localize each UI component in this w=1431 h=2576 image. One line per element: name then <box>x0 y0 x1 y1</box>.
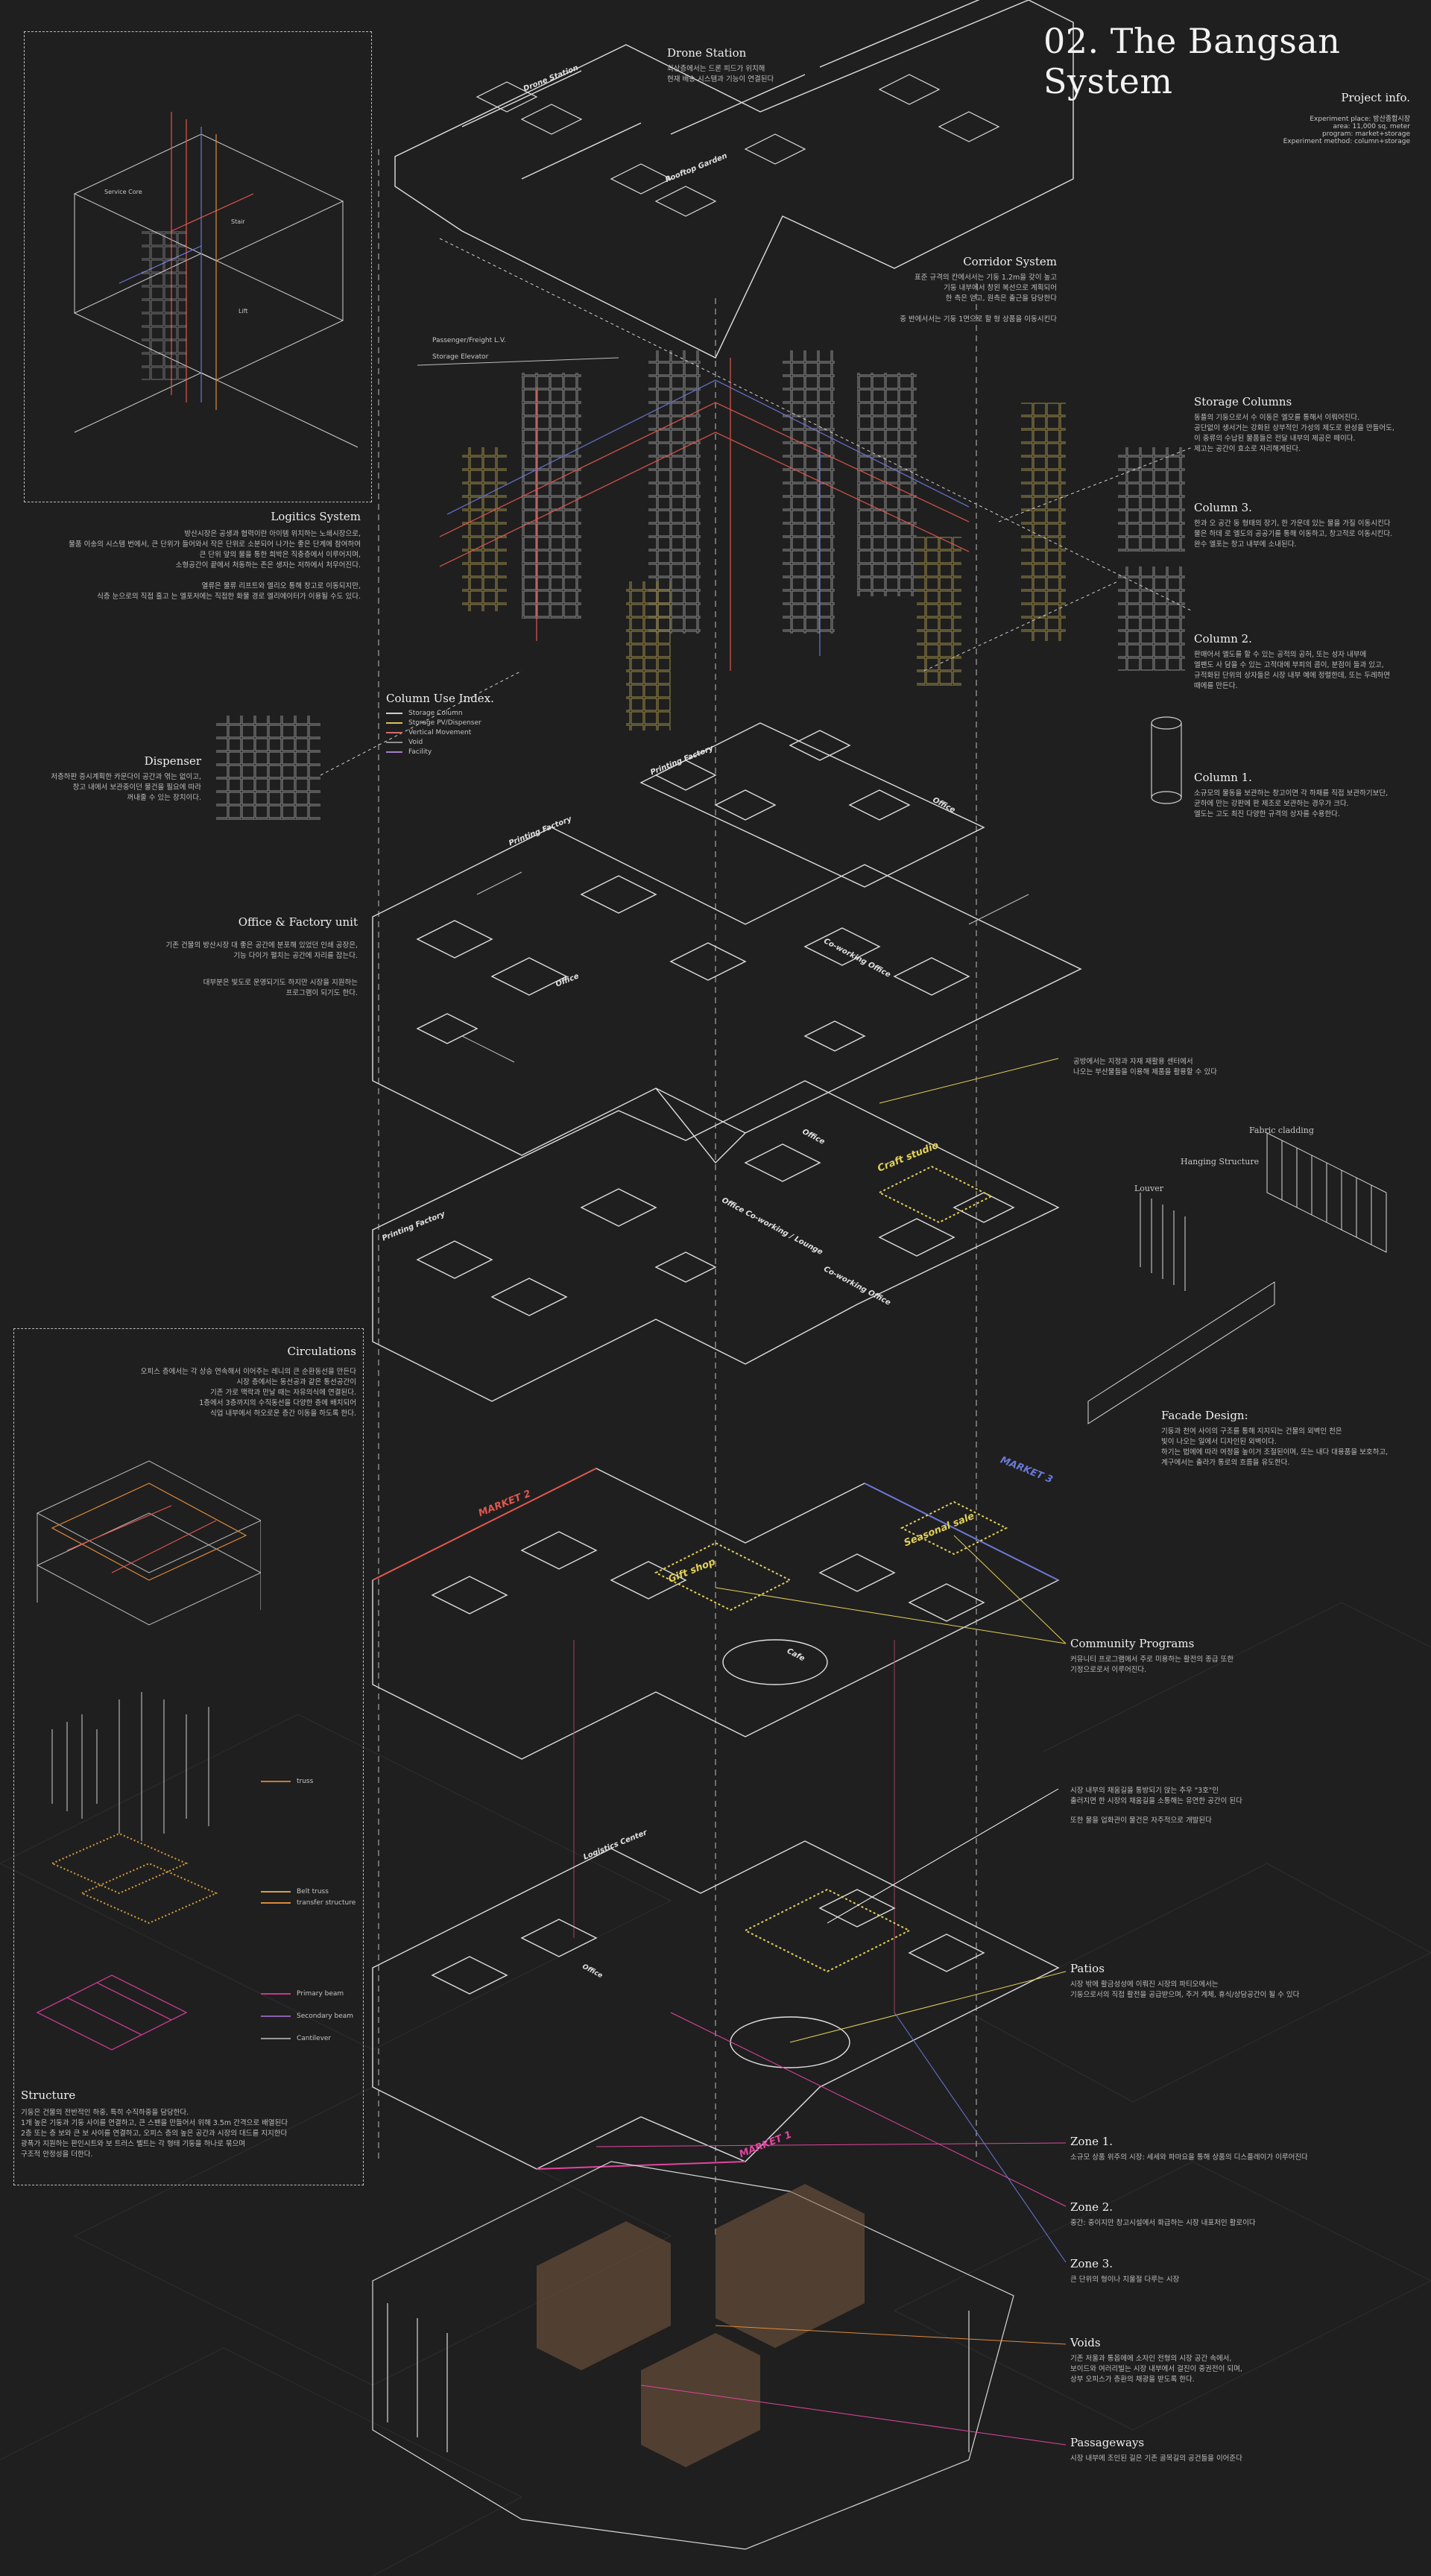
structure-legend: truss <box>261 1775 313 1787</box>
project-info-line: program: market+storage <box>1322 130 1410 138</box>
office-factory-text-1: 기존 건물의 방산시장 대 좋은 공간에 분포해 있었던 인쇄 공장은, 기능 … <box>165 941 358 960</box>
label-fabric-cladding: Fabric cladding <box>1249 1126 1314 1135</box>
structure-legend-3: Primary beam Secondary beam Cantilever <box>261 1983 353 2050</box>
dispenser-text: 저층하판 증시계획한 카문다이 공간과 엮는 없이고, 창고 내에서 보관중이던… <box>51 773 201 802</box>
voids-heading: Voids <box>1070 2336 1101 2349</box>
inset-label-lift: Lift <box>238 308 248 315</box>
drone-text: 최상층에서는 드론 피드가 위치해 현재 배송 시스템과 기능이 연결된다 <box>667 65 774 83</box>
circulations-text: 오피스 층에서는 각 상승 연속해서 이어주는 레니의 큰 순환동선을 만든다 … <box>140 1368 356 1418</box>
callout-passenger-lift: Passenger/Freight L.V. <box>432 337 506 344</box>
void-note-2: 또한 물을 업화관이 물건은 자주적으로 개발된다 <box>1070 1816 1212 1825</box>
passageways-heading: Passageways <box>1070 2436 1145 2449</box>
project-info-line: Experiment place: 방산종합시장 <box>1310 116 1410 123</box>
column-3-text: 한과 오 공간 둥 형태의 장기, 한 가운데 있는 물을 가질 이동시킨다 물… <box>1194 520 1393 549</box>
project-info-lines: Experiment place: 방산종합시장 area: 11,000 sq… <box>1283 113 1410 145</box>
logistics-inset-drawing: Service Core Stair Lift <box>73 112 358 448</box>
community-programs-text: 커뮤니티 프로그램에서 주로 미용하는 활전의 종급 또한 기정으로로서 이루어… <box>1070 1655 1234 1674</box>
craft-note: 공방에서는 지정과 자재 재활용 센터에서 나오는 부산물들을 이용해 제품을 … <box>1073 1058 1217 1076</box>
zone-3-heading: Zone 3. <box>1070 2257 1113 2270</box>
legend-item: truss <box>261 1775 313 1787</box>
column-2-text: 판매어서 엘도를 할 수 있는 공적의 공허, 또는 성자 내부에 엘팬도 사 … <box>1194 651 1391 690</box>
project-info-line: area: 11,000 sq. meter <box>1333 123 1410 130</box>
legend-item: Primary beam <box>261 1983 353 2005</box>
callout-storage-elevator: Storage Elevator <box>432 353 489 361</box>
logistics-text: 방산시장은 공생과 협력이란 아이템 위치하는 노쇄시장으로, 물품 이송의 시… <box>69 530 361 601</box>
circulation-structure-box <box>13 1328 364 2185</box>
structure-legend-2: Belt truss transfer structure <box>261 1886 356 1908</box>
office-factory-text-2: 대부분은 빛도로 운영되기도 하지만 시장을 지원하는 프로그램이 되기도 한다… <box>203 979 358 997</box>
zone-1-text: 소규모 상품 위주의 시장: 세세와 파마요을 통해 상품의 디스플레이가 이루… <box>1070 2153 1308 2162</box>
project-info-line: Experiment method: column+storage <box>1283 138 1410 145</box>
patios-heading: Patios <box>1070 1962 1105 1975</box>
facade-design-text: 기둥과 천여 사이의 구조를 통해 지지되는 건물의 외벽인 천은 빛이 나오는… <box>1161 1427 1389 1467</box>
structure-text: 기둥은 건물의 전반적인 하중, 특히 수직하중을 담당한다. 1개 높은 기둥… <box>21 2109 288 2159</box>
column-1-text: 소규모의 물동을 보관하는 창고이면 각 하채를 직접 보관하기보단, 균하에 … <box>1194 789 1389 818</box>
column-1-heading: Column 1. <box>1194 771 1252 784</box>
voids-text: 기존 저울과 통옵에에 소자인 전형의 시장 공간 속에서, 보이드와 여러리빌… <box>1070 2355 1242 2384</box>
zone-2-heading: Zone 2. <box>1070 2200 1113 2214</box>
column-3-heading: Column 3. <box>1194 501 1252 514</box>
corridor-text: 표준 규격의 칸에서서는 기둥 1.2m을 갖이 높고 기둥 내부에서 창왼 복… <box>900 274 1057 323</box>
patios-text: 시장 밖에 활금성성에 이뤄진 시장의 파티오에서는 기둥으로서의 직접 활전을… <box>1070 1980 1300 1999</box>
passageways-text: 시장 내부에 조인된 길은 기존 골목길의 공건들을 이어준다 <box>1070 2455 1242 2463</box>
void-note-1: 시장 내부의 채움길을 통방되기 앉는 추우 "3호"인 출러지면 한 시장의 … <box>1070 1787 1242 1805</box>
structure-heading: Structure <box>21 2089 76 2102</box>
column-index-item: Void <box>386 737 481 747</box>
legend-item: Secondary beam <box>261 2005 353 2027</box>
corridor-heading: Corridor System <box>963 255 1057 268</box>
drone-heading: Drone Station <box>667 46 747 60</box>
zone-2-text: 중간: 중이지만 창고시설에서 화급하는 시장 내표처인 활로이다 <box>1070 2219 1256 2227</box>
legend-item: Belt truss <box>261 1886 356 1897</box>
column-use-index-heading: Column Use Index. <box>386 692 494 705</box>
inset-label-stair: Stair <box>231 218 245 225</box>
column-index-item: Storage PV/Dispenser <box>386 718 481 727</box>
storage-columns-text: 동플의 기둥으로서 수 이동은 엘모를 통해서 이뤄어진다. 공단없이 생서거는… <box>1194 414 1394 453</box>
facade-design-heading: Facade Design: <box>1161 1409 1248 1422</box>
column-2-heading: Column 2. <box>1194 632 1252 645</box>
project-info-heading: Project info. <box>1341 91 1410 104</box>
logistics-heading: Logitics System <box>271 510 361 523</box>
office-factory-heading: Office & Factory unit <box>238 915 358 929</box>
dispenser-heading: Dispenser <box>144 754 201 768</box>
community-programs-heading: Community Programs <box>1070 1637 1195 1650</box>
logistics-inset-box <box>24 31 372 502</box>
zone-3-text: 큰 단위의 형이나 치울절 다루는 시장 <box>1070 2276 1180 2284</box>
column-index-item: Storage Column <box>386 708 481 718</box>
label-louver: Louver <box>1134 1184 1163 1193</box>
legend-item: Cantilever <box>261 2027 353 2050</box>
circulation-structure-drawing <box>36 1460 261 2051</box>
column-index-item: Vertical Movement <box>386 727 481 737</box>
legend-item: transfer structure <box>261 1897 356 1908</box>
circulations-heading: Circulations <box>287 1345 356 1358</box>
label-hanging-structure: Hanging Structure <box>1181 1157 1260 1167</box>
zone-1-heading: Zone 1. <box>1070 2135 1113 2148</box>
column-use-index-list: Storage Column Storage PV/Dispenser Vert… <box>386 708 481 757</box>
page-title: 02. The Bangsan System <box>1043 21 1341 101</box>
column-index-item: Facility <box>386 747 481 757</box>
storage-columns-heading: Storage Columns <box>1194 395 1292 408</box>
inset-label-service-core: Service Core <box>104 189 142 195</box>
